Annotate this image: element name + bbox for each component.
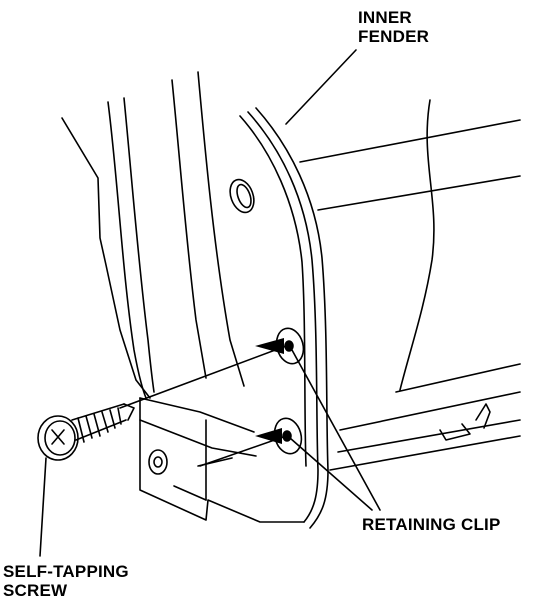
fender-edge-back (239, 115, 307, 467)
rocker-step-2 (475, 403, 491, 429)
panel-contour-4 (197, 71, 245, 387)
leader-screw (39, 457, 47, 557)
inner-fender-label-line2: FENDER (358, 27, 430, 46)
panel-contour-1 (107, 101, 147, 399)
fender-edge-outer (247, 111, 319, 523)
fender-edge-inner (255, 107, 329, 529)
bracket-top (139, 397, 255, 433)
rocker-line-4 (329, 435, 521, 471)
rocker-step (439, 423, 471, 441)
screw-label-line2: SCREW (3, 581, 68, 600)
bracket-foot (173, 485, 207, 501)
rocker-line-3 (337, 419, 521, 453)
rocker-line-2 (339, 391, 521, 431)
rocker-line-1 (395, 363, 521, 393)
upper-hole-inner (236, 183, 252, 209)
screw-label-line1: SELF-TAPPING (3, 562, 129, 581)
retaining-clip-lower-center (282, 430, 292, 442)
self-tapping-screw (37, 403, 135, 461)
guide-line-lower (199, 435, 287, 467)
guide-line-upper (119, 345, 287, 409)
inner-fender-label-line1: INNER (358, 8, 412, 27)
body-line-top (299, 119, 521, 163)
upper-hole (229, 178, 255, 214)
panel-contour-3 (171, 79, 207, 379)
leader-clip-lower (289, 437, 373, 511)
self-tapping-screw-label: SELF-TAPPING SCREW (3, 562, 129, 600)
bracket-hole (148, 449, 168, 475)
inner-fender-label: INNER FENDER (358, 8, 429, 46)
bracket-inner (139, 419, 257, 457)
retaining-clip-label: RETAINING CLIP (362, 515, 501, 534)
leader-inner-fender (285, 49, 357, 125)
bracket-block (139, 397, 305, 523)
bracket-hole-inner (153, 456, 163, 468)
guide-line-v (197, 457, 233, 467)
body-line-curve (399, 99, 435, 391)
panel-contour-2 (123, 97, 155, 393)
leader-clip-upper (291, 349, 381, 511)
body-line-mid (317, 175, 521, 211)
bumper-edge (61, 117, 151, 399)
